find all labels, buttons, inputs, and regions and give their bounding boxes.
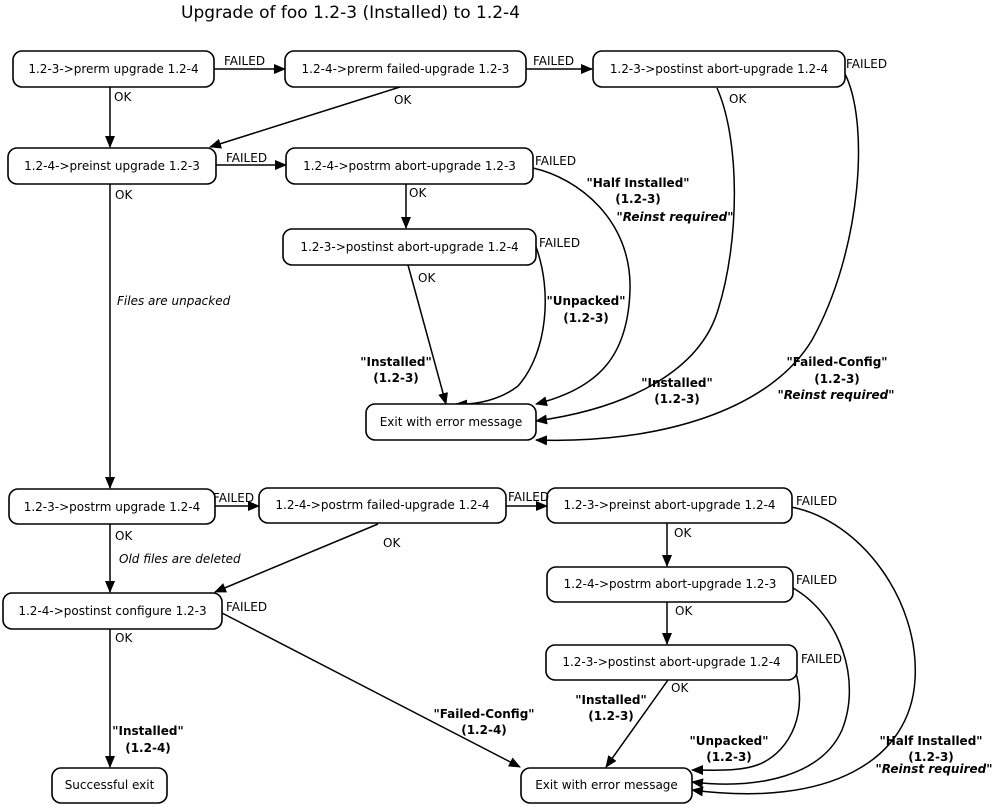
edges: [105, 64, 916, 797]
label-installed: "Installed": [112, 724, 183, 738]
label-reinst-required: "Reinst required": [876, 762, 993, 776]
node-label: 1.2-3->preinst abort-upgrade 1.2-4: [563, 498, 775, 512]
label-ok: OK: [115, 529, 133, 543]
node-exit-error-1: Exit with error message: [365, 403, 537, 441]
node-postinst-configure: 1.2-4->postinst configure 1.2-3: [2, 592, 223, 630]
label-failed: FAILED: [226, 600, 267, 614]
node-label: 1.2-3->postinst abort-upgrade 1.2-4: [610, 62, 828, 76]
label-failed-config: "Failed-Config": [786, 355, 887, 369]
edge-n2-n4: [209, 86, 401, 149]
node-preinst-abort-upgrade: 1.2-3->preinst abort-upgrade 1.2-4: [546, 487, 793, 524]
label-failed: FAILED: [796, 573, 837, 587]
label-ok: OK: [674, 526, 692, 540]
node-label: 1.2-4->prerm failed-upgrade 1.2-3: [302, 62, 510, 76]
node-label: 1.2-4->preinst upgrade 1.2-3: [24, 159, 200, 173]
label-ok: OK: [115, 631, 133, 645]
edge-n6-e1-failed: [455, 246, 546, 410]
node-label: 1.2-4->postinst configure 1.2-3: [18, 604, 206, 618]
label-failed: FAILED: [796, 494, 837, 508]
label-half-installed: "Half Installed": [879, 734, 982, 748]
label-installed: "Installed": [360, 355, 431, 369]
label-failed: FAILED: [535, 154, 576, 168]
node-postinst-abort-upgrade-2: 1.2-3->postinst abort-upgrade 1.2-4: [282, 228, 537, 266]
node-label: Exit with error message: [535, 778, 678, 792]
node-label: 1.2-4->postrm failed-upgrade 1.2-4: [275, 498, 489, 512]
label-half-installed: "Half Installed": [586, 176, 689, 190]
label-reinst-required: "Reinst required": [617, 210, 734, 224]
label-unpacked: "Unpacked": [547, 294, 626, 308]
node-postrm-abort-upgrade-2: 1.2-4->postrm abort-upgrade 1.2-3: [546, 566, 794, 603]
node-label: 1.2-3->prerm upgrade 1.2-4: [28, 62, 198, 76]
diagram-title: Upgrade of foo 1.2-3 (Installed) to 1.2-…: [181, 3, 520, 23]
label-installed: "Installed": [575, 693, 646, 707]
label-ok: OK: [671, 681, 689, 695]
label-ok: OK: [729, 92, 747, 106]
label-version: (1.2-4): [461, 723, 507, 737]
node-label: Exit with error message: [380, 415, 523, 429]
label-version: (1.2-3): [615, 192, 661, 206]
node-preinst-upgrade: 1.2-4->preinst upgrade 1.2-3: [7, 147, 217, 185]
label-ok: OK: [394, 93, 412, 107]
label-ok: OK: [383, 536, 401, 550]
label-unpacked: "Unpacked": [690, 734, 769, 748]
node-prerm-upgrade: 1.2-3->prerm upgrade 1.2-4: [12, 50, 215, 88]
edge-n3-e1-ok: [535, 87, 736, 425]
label-failed: FAILED: [533, 54, 574, 68]
edge-n5-e1-failed: [532, 167, 631, 407]
edge-n10-e2-failed: [221, 612, 521, 768]
edge-n12-e2-failed: [691, 669, 801, 776]
label-version: (1.2-3): [814, 372, 860, 386]
edge-n3-e1-failed: [535, 71, 860, 446]
node-exit-error-2: Exit with error message: [520, 767, 693, 804]
edge-n11-e2-failed: [691, 587, 851, 789]
node-postinst-abort-upgrade-1: 1.2-3->postinst abort-upgrade 1.2-4: [592, 50, 846, 88]
label-version: (1.2-3): [588, 709, 634, 723]
label-failed-config: "Failed-Config": [433, 707, 534, 721]
label-old-files-deleted: Old files are deleted: [119, 552, 241, 566]
node-label: 1.2-4->postrm abort-upgrade 1.2-3: [564, 577, 777, 591]
node-label: Successful exit: [65, 778, 155, 792]
node-successful-exit: Successful exit: [51, 767, 168, 804]
label-failed: FAILED: [539, 236, 580, 250]
label-failed: FAILED: [226, 151, 267, 165]
edge-n6-e1: [407, 264, 448, 405]
label-ok: OK: [114, 90, 132, 104]
label-version: (1.2-3): [908, 750, 954, 764]
node-label: 1.2-3->postinst abort-upgrade 1.2-4: [562, 655, 780, 669]
label-version: (1.2-3): [563, 311, 609, 325]
label-ok: OK: [409, 186, 427, 200]
node-label: 1.2-4->postrm abort-upgrade 1.2-3: [303, 159, 516, 173]
edge-n9-e2-failed: [691, 506, 916, 797]
label-failed: FAILED: [213, 491, 254, 505]
label-version: (1.2-3): [373, 371, 419, 385]
node-postinst-abort-upgrade-3: 1.2-3->postinst abort-upgrade 1.2-4: [545, 644, 798, 681]
label-failed: FAILED: [846, 57, 887, 71]
label-version: (1.2-3): [654, 392, 700, 406]
label-reinst-required: "Reinst required": [778, 388, 895, 402]
edge-labels: FAILED FAILED FAILED OK OK OK FAILED FAI…: [112, 54, 992, 776]
node-postrm-failed-upgrade: 1.2-4->postrm failed-upgrade 1.2-4: [258, 487, 507, 524]
label-version: (1.2-4): [125, 741, 171, 755]
label-installed: "Installed": [641, 376, 712, 390]
nodes: 1.2-3->prerm upgrade 1.2-4 1.2-4->prerm …: [2, 50, 846, 804]
label-failed: FAILED: [801, 652, 842, 666]
label-files-unpacked: Files are unpacked: [117, 294, 231, 308]
node-label: 1.2-3->postinst abort-upgrade 1.2-4: [300, 240, 518, 254]
edge-n12-e2-ok: [605, 679, 669, 768]
label-ok: OK: [115, 188, 133, 202]
edge-n8-n10: [214, 523, 379, 593]
node-prerm-failed-upgrade: 1.2-4->prerm failed-upgrade 1.2-3: [284, 50, 527, 88]
label-failed: FAILED: [508, 490, 549, 504]
label-ok: OK: [418, 271, 436, 285]
node-label: 1.2-3->postrm upgrade 1.2-4: [24, 500, 201, 514]
node-postrm-upgrade: 1.2-3->postrm upgrade 1.2-4: [8, 488, 216, 525]
node-postrm-abort-upgrade-1: 1.2-4->postrm abort-upgrade 1.2-3: [285, 147, 534, 185]
label-ok: OK: [675, 604, 693, 618]
label-version: (1.2-3): [706, 750, 752, 764]
label-failed: FAILED: [224, 54, 265, 68]
